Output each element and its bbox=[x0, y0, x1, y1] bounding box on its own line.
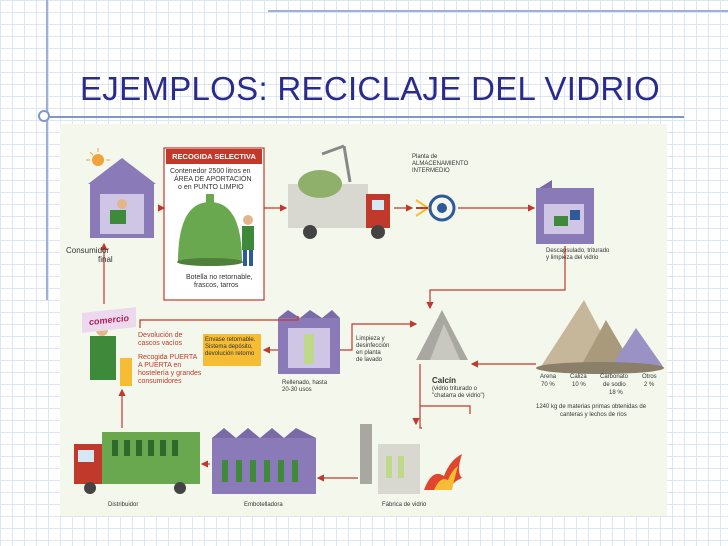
flow-arrows bbox=[100, 204, 566, 482]
rellenado-label-1: Rellenado, hasta bbox=[282, 380, 328, 386]
storage-plant-icon bbox=[415, 194, 456, 222]
top-decor-rule bbox=[268, 10, 728, 12]
puerta-label-3: hostelería y grandes bbox=[138, 370, 202, 377]
recycling-diagram: RECOGIDA SELECTIVA Contenedor 2500 litro… bbox=[60, 124, 667, 516]
arena-name: Arena bbox=[540, 374, 557, 380]
shop-counter bbox=[90, 324, 132, 386]
materias-label-1: 1240 kg de materias primas obtenidas de bbox=[536, 404, 647, 410]
left-decor-rule bbox=[46, 0, 48, 300]
descapsulado-label-2: y limpieza del vidrio bbox=[546, 255, 599, 261]
calcin-title: Calcín bbox=[432, 376, 457, 385]
distributor-truck bbox=[74, 432, 200, 494]
puerta-label-2: A PUERTA en bbox=[138, 362, 182, 369]
arena-pct: 70 % bbox=[541, 382, 555, 388]
person-icon bbox=[242, 215, 254, 266]
rellenado-label-2: 20-30 usos bbox=[282, 387, 312, 393]
bottling-plant-building bbox=[212, 428, 316, 494]
fabrica-label: Fábrica de vidrio bbox=[382, 502, 427, 508]
calcin-label-2: "chatarra de vidrio") bbox=[432, 393, 485, 399]
limpieza-label-1: Limpieza y bbox=[356, 336, 385, 342]
materias-label-2: canteras y lechos de ríos bbox=[560, 412, 627, 418]
carbonato-label-2: de sodio bbox=[603, 382, 626, 388]
puerta-label-4: consumidores bbox=[138, 378, 182, 385]
puerta-label-1: Recogida PUERTA bbox=[138, 354, 198, 361]
diagram-graphics bbox=[74, 144, 664, 494]
botella-label-2: frascos, tarros bbox=[194, 282, 239, 289]
embotelladora-label: Embotelladora bbox=[244, 502, 283, 508]
devolucion-label-1: Devolución de bbox=[138, 332, 183, 339]
caliza-pct: 10 % bbox=[572, 382, 586, 388]
glass-factory-building bbox=[360, 424, 420, 494]
washing-plant-building bbox=[278, 310, 340, 374]
distribuidor-label: Distribuidor bbox=[108, 502, 139, 508]
envase-label-1: Envase retornable. bbox=[205, 337, 256, 343]
title-bullet-dot bbox=[38, 110, 50, 122]
consumidor-label-2: final bbox=[98, 255, 113, 264]
sun-icon bbox=[86, 148, 110, 166]
calcin-label-1: (vidrio triturado o bbox=[432, 386, 478, 392]
carbonato-pct: 18 % bbox=[609, 390, 623, 396]
otros-pct: 2 % bbox=[644, 382, 655, 388]
otros-name: Otros bbox=[642, 374, 657, 380]
planta-label-2: ALMACENAMIENTO bbox=[412, 161, 469, 167]
limpieza-label-2: desinfección bbox=[356, 343, 390, 349]
consumidor-label-1: Consumidor bbox=[66, 246, 110, 255]
envase-label-2: Sistema depósito, bbox=[205, 344, 253, 350]
carbonato-name: Carbonato bbox=[600, 374, 629, 380]
descapsulado-label-1: Descapsulado, triturado bbox=[546, 248, 610, 254]
contenedor-label-3: o en PUNTO LIMPIO bbox=[178, 184, 244, 191]
caliza-name: Caliza bbox=[570, 374, 587, 380]
collection-truck bbox=[288, 144, 390, 239]
flame-icon bbox=[424, 454, 462, 490]
botella-label-1: Botella no retornable, bbox=[186, 274, 253, 281]
envase-label-3: devolución retorno bbox=[205, 351, 255, 357]
crushing-plant-building bbox=[536, 180, 594, 244]
raw-materials-piles bbox=[536, 300, 664, 374]
envase-retornable-box: Envase retornable. Sistema depósito, dev… bbox=[203, 334, 261, 366]
title-underline bbox=[44, 116, 684, 118]
bell-container-icon bbox=[177, 194, 243, 266]
contenedor-label-2: ÁREA DE APORTACIÓN bbox=[174, 176, 252, 183]
consumer-house bbox=[88, 158, 156, 238]
limpieza-label-3: en planta bbox=[356, 350, 381, 356]
planta-label-3: INTERMEDIO bbox=[412, 168, 450, 174]
contenedor-label-1: Contenedor 2500 litros en bbox=[170, 168, 251, 175]
limpieza-label-4: de lavado bbox=[356, 357, 383, 363]
slide-title: EJEMPLOS: RECICLAJE DEL VIDRIO bbox=[80, 70, 660, 107]
cullet-pile bbox=[416, 310, 468, 360]
planta-label-1: Planta de bbox=[412, 154, 438, 160]
recogida-selectiva-header: RECOGIDA SELECTIVA bbox=[166, 149, 262, 164]
devolucion-label-2: cascos vacíos bbox=[138, 340, 182, 347]
